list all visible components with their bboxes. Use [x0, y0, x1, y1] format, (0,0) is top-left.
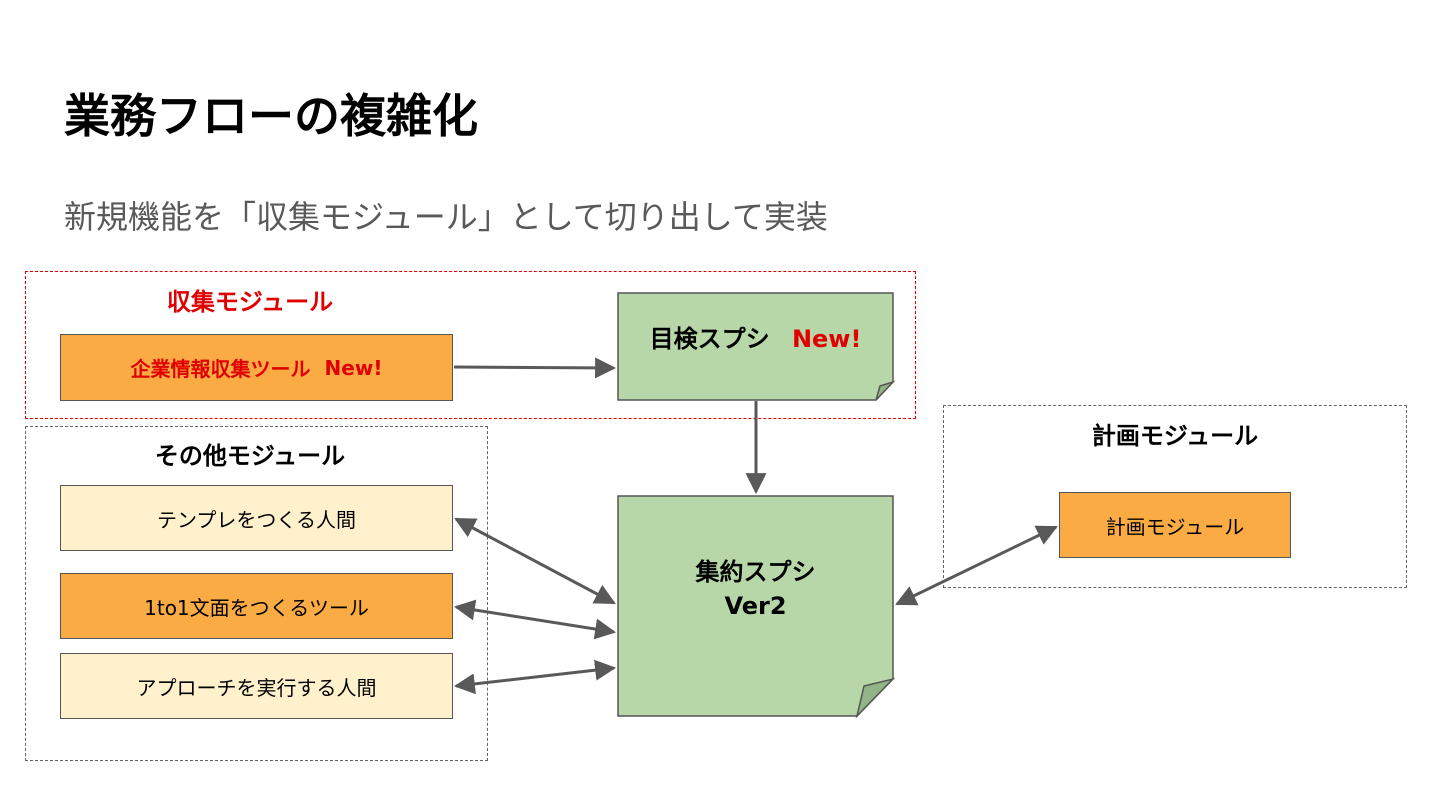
page-title: 業務フローの複雑化: [64, 89, 478, 143]
collect-module-label: 収集モジュール: [166, 288, 334, 316]
company-info-tool-new-badge: New!: [324, 355, 383, 380]
arrow-template-person-summary: [454, 517, 616, 605]
inspection-sheet-text: 目検スプシ New!: [618, 322, 893, 356]
one-to-one-tool-label: 1to1文面をつくるツール: [144, 595, 369, 620]
summary-sheet-line1: 集約スプシ: [695, 558, 816, 586]
inspection-sheet-note: [617, 292, 896, 401]
template-person-label: テンプレをつくる人間: [157, 507, 356, 532]
summary-sheet-note: [617, 495, 896, 719]
approach-person-label: アプローチを実行する人間: [136, 675, 377, 700]
page-subtitle: 新規機能を「収集モジュール」として切り出して実装: [64, 198, 828, 236]
company-info-tool-label: 企業情報収集ツール: [130, 357, 311, 381]
arrow-approach-person-summary: [453, 659, 617, 695]
summary-sheet-line2: Ver2: [724, 592, 787, 620]
company-info-tool-box: 企業情報収集ツール New!: [60, 334, 453, 401]
other-module-label: その他モジュール: [154, 442, 346, 470]
collect-module-group: [25, 271, 916, 419]
approach-person-box: アプローチを実行する人間: [60, 653, 453, 719]
arrow-company-tool-to-inspection: [453, 357, 617, 379]
plan-module-label: 計画モジュール: [1091, 422, 1259, 450]
arrow-one-to-one-tool-summary: [453, 599, 617, 640]
plan-module-box: 計画モジュール: [1059, 492, 1291, 558]
one-to-one-tool-box: 1to1文面をつくるツール: [60, 573, 453, 639]
inspection-sheet-label: 目検スプシ: [649, 325, 770, 353]
plan-module-box-label: 計画モジュール: [1105, 514, 1245, 539]
template-person-box: テンプレをつくる人間: [60, 485, 453, 551]
arrow-summary-plan-module: [895, 525, 1058, 606]
summary-sheet-text: 集約スプシ Ver2: [618, 555, 893, 623]
inspection-sheet-new-badge: New!: [791, 325, 862, 353]
plan-module-group: [943, 405, 1407, 588]
